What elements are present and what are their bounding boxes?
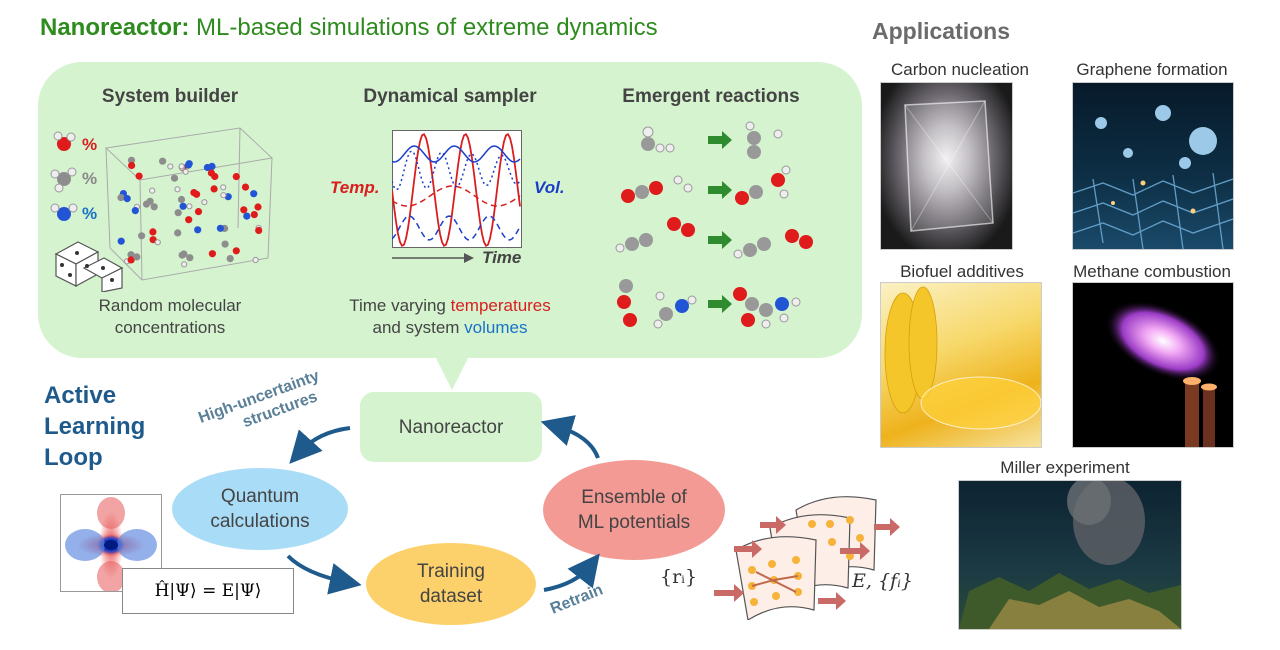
graphene-formation-image (1072, 82, 1234, 250)
wavefunction-image (60, 494, 162, 592)
nanoreactor-node: Nanoreactor (360, 392, 542, 462)
input-positions-label: {rᵢ} (660, 566, 698, 588)
simulation-box-icon (104, 127, 274, 281)
dice-icon (54, 241, 124, 292)
nitrogen-percent: % (82, 204, 98, 223)
reaction-schemes-icon (615, 121, 813, 329)
vol-label: Vol. (534, 178, 565, 197)
title-bold: Nanoreactor: (40, 14, 190, 41)
applications-heading: Applications (872, 18, 1011, 44)
system-builder-caption-1: Random molecular (98, 296, 242, 315)
time-arrow (392, 253, 474, 263)
dynamical-sampler-heading: Dynamical sampler (363, 86, 537, 107)
title-rest: ML-based simulations of extreme dynamics (189, 14, 658, 41)
output-energy-forces-label: E, {fᵢ} (852, 570, 913, 592)
temperature-volume-plot (392, 130, 522, 248)
biofuel-additives-image (880, 282, 1042, 448)
schrodinger-equation: Ĥ|Ψ⟩ = E|Ψ⟩ (122, 568, 294, 614)
graphene-formation-label: Graphene formation (1076, 60, 1228, 79)
neural-network-ensemble-icon (714, 496, 900, 620)
emergent-reactions-heading: Emergent reactions (622, 86, 800, 107)
methane-combustion-label: Methane combustion (1073, 262, 1231, 281)
carbon-percent: % (82, 169, 98, 188)
time-label: Time (482, 248, 522, 267)
system-builder-caption-2: concentrations (114, 318, 226, 337)
carbon-nucleation-image (880, 82, 1013, 250)
biofuel-additives-label: Biofuel additives (900, 262, 1024, 281)
active-learning-title: Active Learning Loop (44, 382, 146, 471)
system-builder-heading: System builder (101, 86, 239, 107)
dynamical-sampler-caption-1: Time varying temperatures (349, 296, 551, 315)
dynamical-sampler-caption-2: and system volumes (372, 318, 528, 337)
temp-label: Temp. (330, 178, 380, 197)
miller-experiment-image (958, 480, 1182, 630)
oxygen-percent: % (82, 135, 98, 154)
panel-tail (432, 350, 472, 390)
carbon-nucleation-label: Carbon nucleation (891, 60, 1029, 79)
page-title: Nanoreactor: ML-based simulations of ext… (40, 14, 658, 42)
miller-experiment-label: Miller experiment (1000, 458, 1130, 477)
methane-combustion-image (1072, 282, 1234, 448)
molecule-legend (50, 131, 78, 221)
